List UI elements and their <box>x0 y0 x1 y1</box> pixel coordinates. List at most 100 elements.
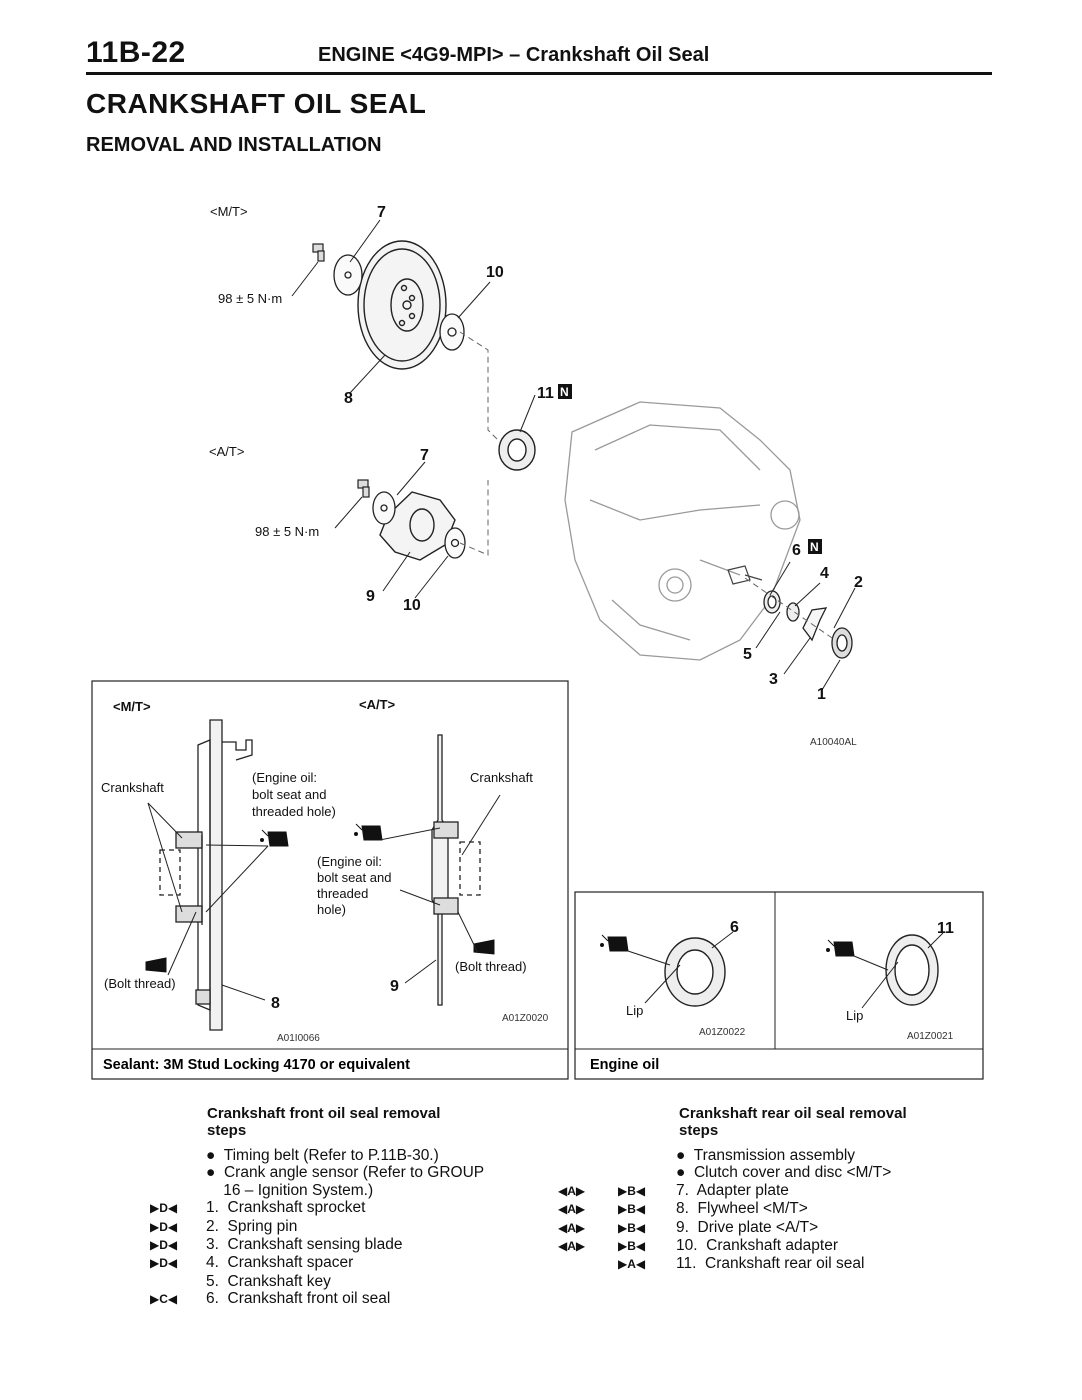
detail-right-code-2: A01Z0021 <box>907 1031 954 1042</box>
callout-11: 11 <box>537 385 554 402</box>
rear-step-text: 10. Crankshaft adapter <box>676 1237 838 1255</box>
rear-step-text: ● Transmission assembly <box>676 1147 856 1164</box>
front-step-item: ▶C◀ 6. Crankshaft front oil seal <box>150 1290 484 1308</box>
rear-steps-list: ● Transmission assembly● Clutch cover an… <box>558 1147 891 1274</box>
front-step-item: ▶D◀2. Spring pin <box>150 1218 484 1236</box>
rear-step-text: 11. Crankshaft rear oil seal <box>676 1255 865 1273</box>
figure-code-main: A10040AL <box>810 737 857 748</box>
front-step-text: 5. Crankshaft key <box>206 1272 331 1290</box>
removal-service-point-indicator: ◀A▶ <box>558 1220 586 1235</box>
rear-step-text: 7. Adapter plate <box>676 1181 789 1199</box>
crank-sprocket-illustration <box>831 627 853 659</box>
front-step-text: ● Timing belt (Refer to P.11B-30.) <box>206 1147 439 1164</box>
leader-lines <box>291 219 856 691</box>
crank-adapter-mt-illustration <box>439 313 465 351</box>
torque-mt: 98 ± 5 N·m <box>218 291 282 306</box>
mt-flywheel-section-illustration <box>159 719 253 1031</box>
front-step-text: 16 – Ignition System.) <box>206 1181 374 1199</box>
new-part-letter-11: N <box>560 385 569 399</box>
rear-step-item: ▶A◀11. Crankshaft rear oil seal <box>558 1255 891 1273</box>
front-steps-title: Crankshaft front oil seal removal steps <box>207 1105 440 1139</box>
installation-service-point-indicator: ▶B◀ <box>618 1220 646 1235</box>
bolt-thread-label-at: (Bolt thread) <box>455 959 527 974</box>
detail-box-engine-oil <box>574 891 984 1080</box>
engine-oil-note-2-line4: hole) <box>317 902 346 917</box>
detail-callout-6: 6 <box>730 919 739 936</box>
rear-step-item: ● Clutch cover and disc <M/T> <box>558 1164 891 1181</box>
header-rule <box>86 72 992 75</box>
rear-step-item: ● Transmission assembly <box>558 1147 891 1164</box>
torque-at: 98 ± 5 N·m <box>255 524 319 539</box>
engine-oil-note-2-line2: bolt seat and <box>317 870 391 885</box>
callout-7-mt: 7 <box>377 204 386 221</box>
callout-2: 2 <box>854 574 863 591</box>
callout-5: 5 <box>743 646 752 663</box>
rear-steps-title-line1: Crankshaft rear oil seal removal <box>679 1105 907 1122</box>
rear-step-text: 9. Drive plate <A/T> <box>676 1218 819 1236</box>
adapter-plate-at-illustration <box>372 491 396 525</box>
removal-service-point-indicator: ◀A▶ <box>558 1183 586 1198</box>
front-step-text: 4. Crankshaft spacer <box>206 1254 354 1272</box>
crankshaft-snout-illustration <box>727 565 763 585</box>
rear-seal-detail-illustration <box>885 934 939 1006</box>
rear-step-text: ● Clutch cover and disc <M/T> <box>676 1164 892 1182</box>
sensing-blade-illustration <box>802 607 828 642</box>
rear-steps-title: Crankshaft rear oil seal removal steps <box>679 1105 907 1139</box>
section-title: REMOVAL AND INSTALLATION <box>86 134 382 156</box>
detail-leader-lines <box>147 794 501 1001</box>
rear-oil-seal-illustration <box>498 429 536 471</box>
detail-callout-11: 11 <box>937 920 954 937</box>
detail-box-sealant <box>91 680 569 1080</box>
front-step-item: ▶D◀4. Crankshaft spacer <box>150 1254 484 1272</box>
front-step-item: 5. Crankshaft key <box>150 1273 484 1290</box>
installation-service-point-indicator: ▶B◀ <box>618 1183 646 1198</box>
rear-step-item: ◀A▶ ▶B◀ 7. Adapter plate <box>558 1182 891 1200</box>
front-steps-title-line2: steps <box>207 1122 247 1139</box>
engine-oil-note-1-line1: (Engine oil: <box>252 770 317 785</box>
crank-spacer-illustration <box>786 602 800 622</box>
engine-oil-note-1-line3: threaded hole) <box>252 804 336 819</box>
at-label: <A/T> <box>209 444 244 459</box>
callout-10-mt: 10 <box>486 264 504 281</box>
detail-callout-8: 8 <box>271 995 280 1012</box>
rear-steps-title-line2: steps <box>679 1122 719 1139</box>
front-oil-seal-illustration <box>763 590 781 614</box>
rear-step-item: ◀A▶ ▶B◀ 9. Drive plate <A/T> <box>558 1219 891 1237</box>
front-step-item: ▶D◀3. Crankshaft sensing blade <box>150 1236 484 1254</box>
installation-service-point-indicator: ▶C◀ <box>150 1292 178 1307</box>
front-step-text: 1. Crankshaft sprocket <box>206 1199 366 1217</box>
drive-plate-illustration <box>379 491 456 561</box>
rear-step-item: ◀A▶▶B◀10. Crankshaft adapter <box>558 1237 891 1255</box>
callout-3: 3 <box>769 671 778 688</box>
callout-1: 1 <box>817 686 826 703</box>
bolt-mt-illustration <box>312 243 325 262</box>
front-step-text: ● Crank angle sensor (Refer to GROUP <box>206 1164 485 1182</box>
callout-4: 4 <box>820 565 829 582</box>
callout-10-at: 10 <box>403 597 421 614</box>
right-detail-leaders <box>627 931 944 1009</box>
rear-step-text: 8. Flywheel <M/T> <box>676 1200 808 1218</box>
new-part-mark-11 <box>558 384 572 399</box>
bolt-at-illustration <box>357 479 370 498</box>
engine-oil-note-1-line2: bolt seat and <box>252 787 326 802</box>
rear-step-item: ◀A▶ ▶B◀ 8. Flywheel <M/T> <box>558 1200 891 1218</box>
engine-oil-note-2-line1: (Engine oil: <box>317 854 382 869</box>
front-step-text: 6. Crankshaft front oil seal <box>206 1290 391 1308</box>
lip-label-rear: Lip <box>846 1008 863 1023</box>
crank-adapter-at-illustration <box>444 527 466 559</box>
front-steps-title-line1: Crankshaft front oil seal removal <box>207 1105 441 1122</box>
removal-service-point-indicator: ◀A▶ <box>558 1202 586 1217</box>
detail-mt-label: <M/T> <box>113 699 151 714</box>
front-steps-list: ● Timing belt (Refer to P.11B-30.)● Cran… <box>150 1147 484 1309</box>
dashed-centerlines <box>459 331 836 641</box>
bolt-thread-label-mt: (Bolt thread) <box>104 976 176 991</box>
front-seal-detail-illustration <box>664 937 726 1007</box>
installation-service-point-indicator: ▶B◀ <box>618 1202 646 1217</box>
callout-6: 6 <box>792 542 801 559</box>
installation-service-point-indicator: ▶D◀ <box>150 1201 178 1216</box>
sealant-caption: Sealant: 3M Stud Locking 4170 or equival… <box>103 1057 410 1073</box>
engine-block-illustration <box>564 401 801 661</box>
new-part-letter-6: N <box>810 540 819 554</box>
front-step-text: 2. Spring pin <box>206 1217 298 1235</box>
